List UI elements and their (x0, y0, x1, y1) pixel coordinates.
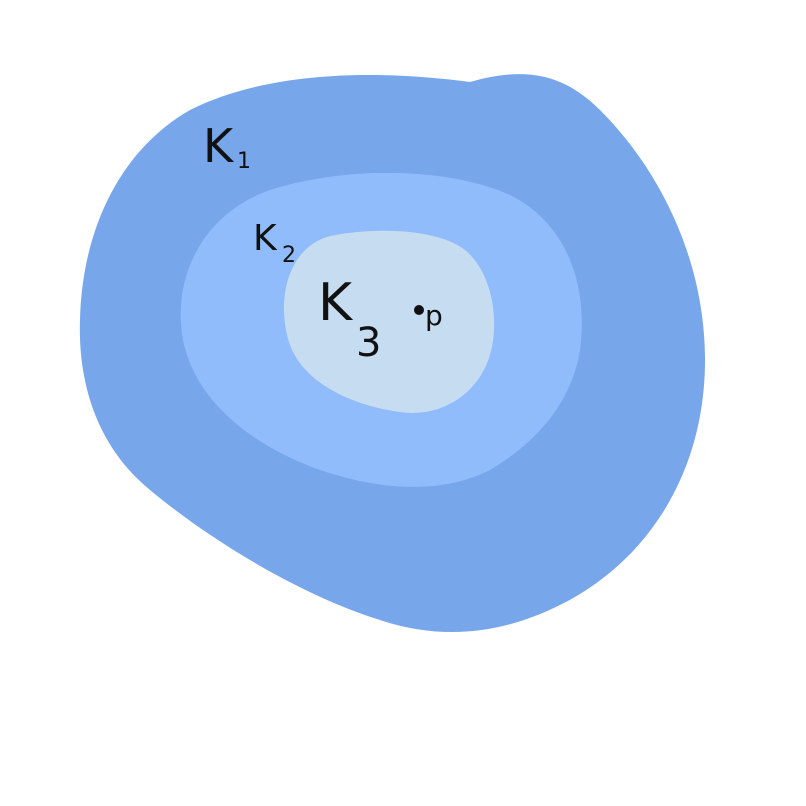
label-k3-letter: K (318, 273, 354, 333)
label-k2-letter: K (253, 218, 278, 259)
label-k3-subscript: 3 (356, 320, 381, 366)
label-k1-letter: K (203, 119, 235, 173)
label-k2: K 2 (253, 218, 296, 268)
label-k2-subscript: 2 (282, 243, 296, 268)
label-k3: K 3 (318, 273, 381, 366)
region-k3 (283, 230, 495, 413)
label-point-p: p (425, 299, 443, 332)
label-k1: K 1 (203, 119, 251, 174)
label-k1-subscript: 1 (237, 149, 251, 174)
point-p-marker (414, 305, 424, 315)
